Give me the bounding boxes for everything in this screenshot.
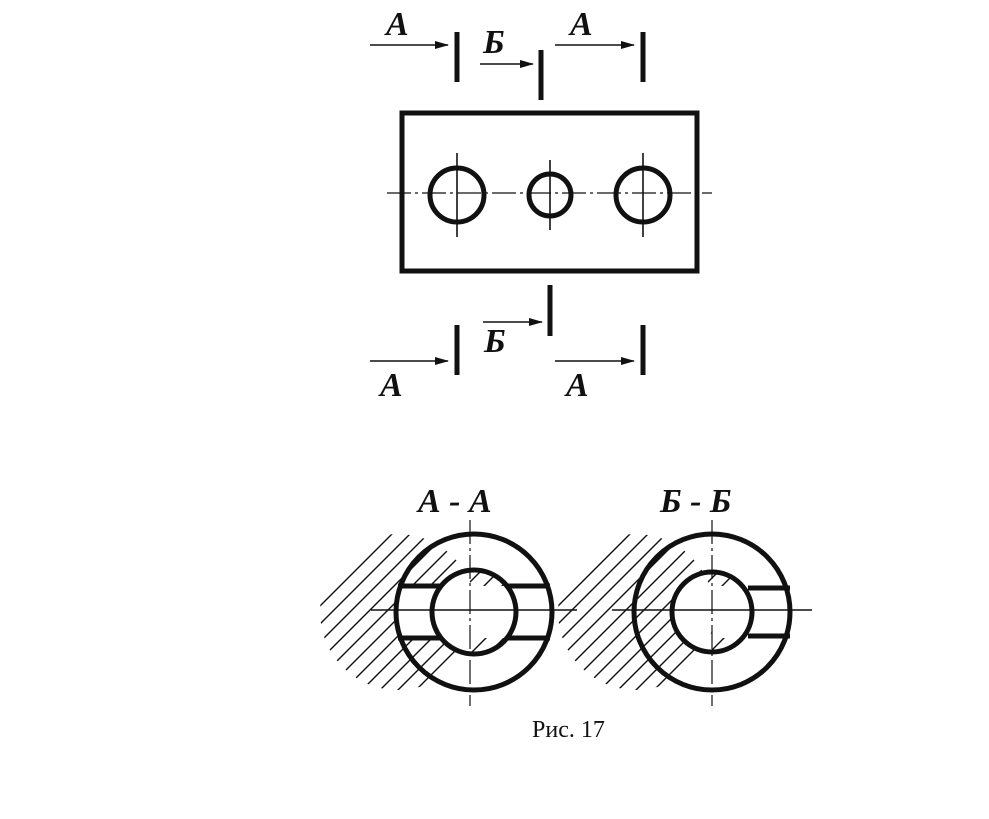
hatch-line <box>558 534 669 690</box>
section-markers-top: А Б А <box>370 6 646 100</box>
hatch-line <box>561 534 723 690</box>
hatch-line <box>320 534 449 690</box>
section-label-a-bottom-left: А <box>378 367 403 404</box>
section-label-b-bottom: Б <box>483 323 506 360</box>
hatch-line <box>558 534 633 690</box>
hatch-line <box>778 532 938 692</box>
hatch-line <box>558 534 687 690</box>
section-bb: Б - Б <box>558 483 938 706</box>
section-label-a-top-left: А <box>384 6 409 43</box>
section-markers-bottom: Б А А <box>370 285 646 404</box>
section-aa-inner-circle <box>429 567 519 657</box>
hatch-line <box>558 534 651 690</box>
section-label-a-bottom-right: А <box>564 367 589 404</box>
figure-caption: Рис. 17 <box>532 717 605 743</box>
section-aa: А - А <box>320 483 577 706</box>
section-bb-title: Б - Б <box>659 483 732 520</box>
section-aa-title: А - А <box>416 483 492 520</box>
section-aa-outer-circle <box>393 531 555 693</box>
plate-view <box>387 110 712 274</box>
hatch-line <box>320 534 413 690</box>
hatch-line <box>558 534 705 690</box>
hatch-line <box>320 534 395 690</box>
section-label-b-top: Б <box>482 24 505 61</box>
hatch-line <box>320 534 431 690</box>
section-label-a-top-right: А <box>568 6 593 43</box>
plate-outline <box>399 110 700 274</box>
